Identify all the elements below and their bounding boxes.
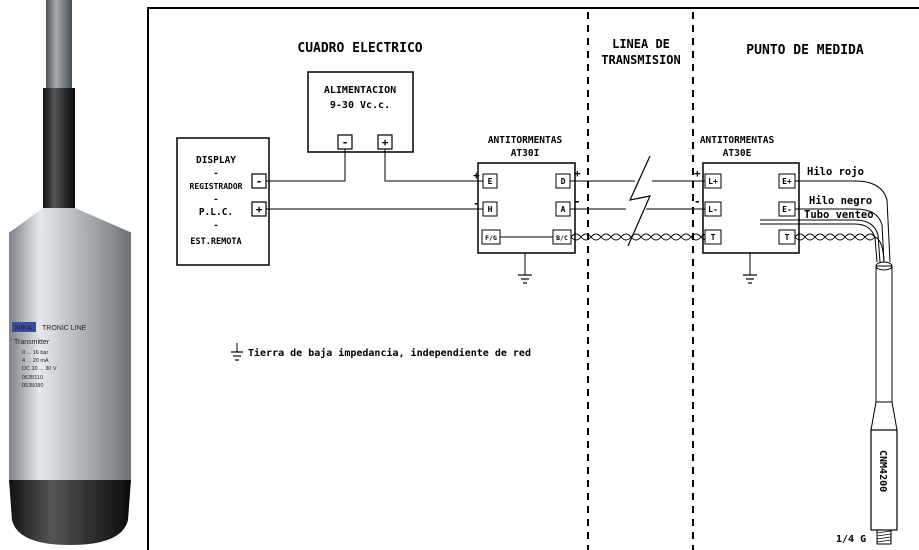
at30e-term-t-right: T	[785, 233, 790, 242]
power-plus: +	[382, 136, 389, 149]
photo-spec-2: 4 ... 20 mA	[22, 358, 49, 364]
photo-brand: WIKA	[14, 325, 32, 332]
at30i-box	[477, 162, 576, 254]
label-band	[9, 318, 131, 414]
photo-transmitter: Transmitter	[14, 339, 50, 346]
plc-label: P.L.C.	[199, 207, 233, 218]
est-remota-label: EST.REMOTA	[190, 237, 241, 247]
at30e-box	[702, 162, 800, 254]
photo-line: TRONIC LINE	[42, 325, 87, 332]
photo-spec-5: 0535080	[22, 383, 43, 389]
sensor-wires	[760, 180, 891, 263]
registrador-label: REGISTRADOR	[190, 182, 243, 191]
sign-minus-right: -	[694, 195, 701, 208]
at30e-term-lplus: L+	[708, 177, 718, 186]
display-minus: -	[256, 175, 263, 188]
display-dash-2: -	[213, 195, 218, 205]
at30i-term-fg: F/G	[485, 234, 497, 242]
ground-note: Tierra de baja impedancia, independiente…	[248, 347, 531, 359]
display-dash-3: -	[213, 221, 218, 231]
sign-minus-mid: -	[574, 195, 581, 208]
sensor-cable	[875, 265, 893, 403]
at30i-title-1: ANTITORMENTAS	[488, 135, 563, 146]
at30i-term-h: H	[488, 205, 493, 214]
cable-sleeve	[43, 88, 75, 208]
section-cuadro: CUADRO ELECTRICO	[297, 41, 422, 56]
at30i-term-a: A	[561, 205, 566, 214]
sensor-taper	[870, 401, 898, 431]
sign-minus-left: -	[473, 197, 480, 210]
photo-spec-1: 0 ... 16 bar	[22, 350, 48, 356]
display-label: DISPLAY	[196, 155, 236, 166]
label-hilo-rojo: Hilo rojo	[807, 166, 864, 178]
cable	[46, 0, 72, 90]
sensor-model: CNM4200	[877, 450, 888, 492]
bottom-cap	[9, 480, 131, 545]
wires-cuadro	[266, 149, 705, 210]
label-hilo-negro: Hilo negro	[809, 195, 872, 207]
at30e-title-1: ANTITORMENTAS	[700, 135, 775, 146]
photo-spec-3: DC 10 ... 30 V	[22, 366, 57, 372]
section-punto: PUNTO DE MEDIDA	[746, 43, 864, 58]
at30e-term-t-left: T	[711, 233, 716, 242]
power-label-1: ALIMENTACION	[324, 85, 396, 96]
transition	[10, 208, 130, 232]
at30i-term-bc: B/C	[556, 234, 568, 242]
display-box	[176, 137, 270, 266]
section-linea-1: LINEA DE	[612, 37, 670, 51]
diagram-frame	[147, 7, 919, 550]
sign-plus-right: +	[694, 167, 701, 180]
power-label-2: 9-30 Vc.c.	[330, 100, 390, 111]
at30i-term-e: E	[488, 177, 493, 186]
at30i-term-d: D	[561, 177, 566, 186]
sensor-thread-label: 1/4 G	[836, 534, 866, 545]
display-plus: +	[256, 203, 263, 216]
sign-plus-left: +	[473, 169, 480, 182]
display-dash-1: -	[213, 169, 218, 179]
label-tubo-venteo: Tubo venteo	[804, 209, 874, 221]
power-minus: -	[342, 136, 349, 149]
lightning-symbol	[627, 155, 652, 247]
shielded-cable	[500, 233, 876, 241]
photo-spec-4: 0635110	[22, 375, 43, 381]
power-supply-box	[307, 71, 414, 153]
transmitter-photo: WIKA TRONIC LINE Transmitter 0 ... 16 ba…	[9, 0, 131, 545]
at30e-term-eminus: E-	[782, 205, 792, 214]
at30i-title-2: AT30I	[511, 148, 540, 159]
section-linea-2: TRANSMISION	[601, 53, 680, 67]
at30e-term-lminus: L-	[708, 205, 718, 214]
at30e-term-eplus: E+	[782, 177, 792, 186]
sign-plus-mid: +	[574, 167, 581, 180]
at30e-title-2: AT30E	[723, 148, 752, 159]
